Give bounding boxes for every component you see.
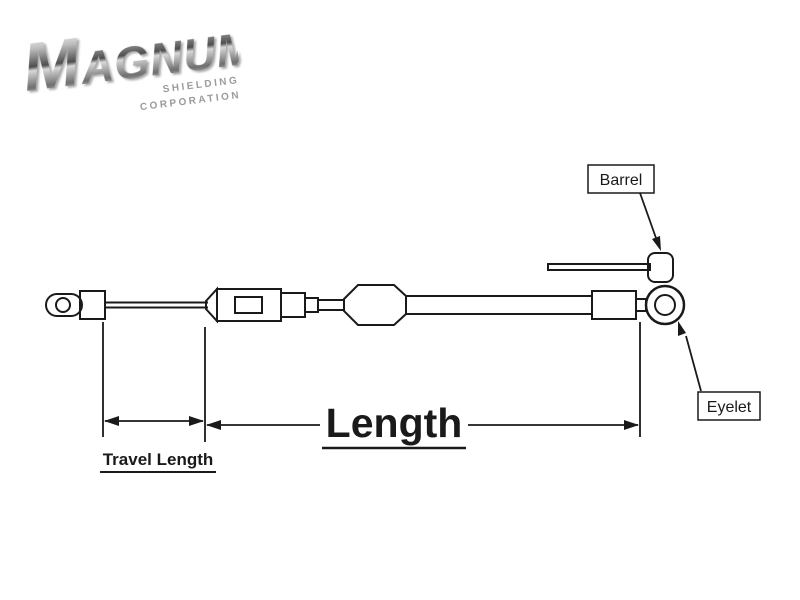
clevis-body (45, 293, 83, 317)
eyelet-neck-part (635, 298, 647, 312)
eyelet-leader-line (685, 335, 702, 392)
eyelet-label-box (697, 391, 761, 421)
eyelet-callout: Eyelet (678, 321, 761, 421)
length-arrow-left (206, 420, 221, 430)
clevis-end-part (45, 290, 106, 320)
cable-assembly (45, 252, 686, 326)
dimension-lines (100, 322, 641, 473)
adjuster-window (234, 296, 263, 314)
eyelet-leader-arrow (678, 321, 686, 336)
clevis-pin-hole (55, 297, 71, 313)
ferrule-part (343, 284, 407, 326)
eyelet-part (644, 284, 686, 326)
adjuster-nut (280, 292, 306, 318)
inner-wire-part (105, 301, 208, 309)
adjuster-collar (304, 297, 319, 313)
barrel-leader-arrow (652, 236, 661, 251)
adjuster-part (205, 286, 319, 324)
adjuster-taper (205, 286, 218, 324)
adjuster-body (216, 288, 282, 322)
barrel-label-box (587, 164, 655, 194)
length-dimension-label: Length (326, 400, 463, 446)
travel-arrow-right (189, 416, 204, 426)
outer-housing-part (406, 295, 592, 315)
clevis-block (79, 290, 106, 320)
barrel-leader-line (639, 192, 657, 239)
barrel-cap (647, 252, 674, 283)
barrel-callout: Barrel (587, 164, 661, 251)
barrel-part (547, 252, 674, 283)
barrel-label: Barrel (600, 172, 643, 189)
conduit-tube-part (317, 299, 345, 311)
eyelet-label: Eyelet (707, 399, 752, 416)
travel-arrow-left (104, 416, 119, 426)
barrel-rod (547, 263, 651, 271)
length-arrow-right (624, 420, 639, 430)
travel-length-dimension-label: Travel Length (103, 450, 214, 469)
end-fitting-part (591, 290, 637, 320)
dimension-arrowheads (104, 416, 639, 430)
